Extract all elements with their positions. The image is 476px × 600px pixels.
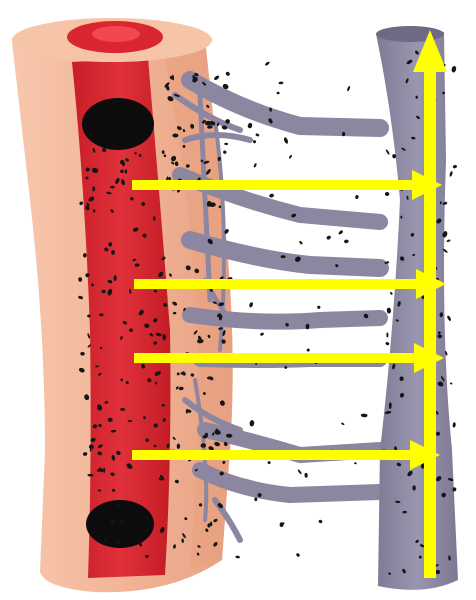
particle (385, 149, 390, 155)
particle (446, 239, 450, 242)
particle (128, 420, 133, 422)
particle (299, 240, 303, 245)
particle (346, 86, 350, 92)
particle (277, 92, 280, 95)
particle (260, 332, 265, 336)
particle (416, 96, 418, 99)
particle (452, 164, 457, 168)
particle (390, 292, 394, 296)
particle (449, 171, 453, 177)
particle (247, 122, 253, 128)
particle (326, 235, 332, 241)
particle (306, 348, 310, 352)
nucleus-bottom (86, 500, 154, 548)
particle (446, 315, 451, 321)
particle (224, 143, 228, 145)
particle (253, 140, 257, 144)
vessel-opening-inner (92, 26, 140, 42)
particle (213, 75, 220, 81)
particle (269, 193, 275, 198)
particle (223, 150, 227, 154)
particle (355, 195, 359, 200)
particle (318, 519, 323, 524)
particle (255, 133, 259, 137)
particle (253, 163, 257, 168)
particle (386, 307, 391, 313)
particle (225, 71, 231, 77)
particle (267, 461, 271, 465)
particle (341, 422, 345, 425)
particle (296, 553, 301, 558)
particle (386, 332, 388, 337)
particle (344, 239, 349, 243)
particle (304, 473, 308, 478)
particle (450, 382, 453, 385)
particle (264, 61, 270, 66)
particle (385, 192, 390, 197)
particle (361, 413, 368, 417)
particle (249, 302, 254, 308)
nucleus-top (82, 98, 154, 150)
particle (338, 230, 344, 236)
particle (452, 422, 456, 428)
particle (451, 65, 457, 73)
particle (279, 81, 284, 84)
particle (288, 154, 292, 159)
particle (235, 555, 240, 558)
particle (283, 137, 289, 145)
particle (317, 306, 320, 309)
particle (297, 469, 302, 475)
particle (385, 342, 390, 346)
particle (172, 134, 178, 138)
particle (249, 420, 254, 427)
particle (110, 186, 115, 189)
particle (354, 462, 357, 464)
particle (205, 121, 212, 126)
